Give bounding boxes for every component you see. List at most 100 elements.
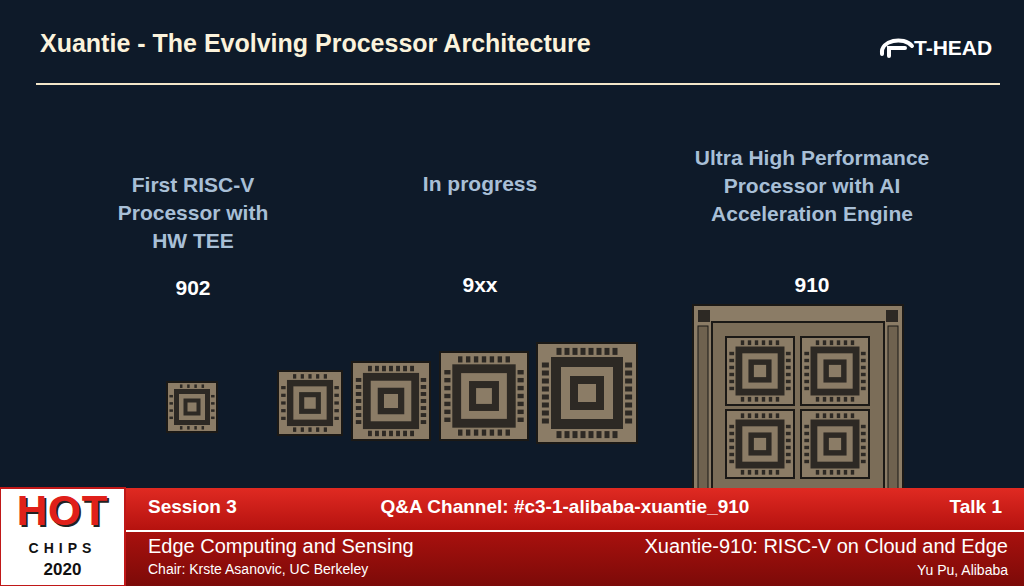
chip-core-center (304, 397, 316, 409)
chip-pin (625, 411, 632, 416)
chip-die (371, 381, 412, 422)
chip-ring (551, 357, 623, 429)
chip-pin (786, 373, 791, 376)
chip-body (801, 337, 869, 405)
chip-core-center (578, 384, 596, 402)
chip-pin (474, 356, 478, 362)
chip-pin (605, 431, 610, 438)
chip-pin (498, 356, 502, 362)
chip-pin (573, 348, 578, 355)
chip-pin (830, 340, 833, 345)
chip-body (801, 410, 869, 478)
chip-die (561, 367, 613, 419)
chip-pin (169, 402, 173, 405)
chip-pin (823, 340, 826, 345)
chip-pin (776, 340, 779, 345)
chip-pin (518, 402, 524, 406)
chip-pin (542, 363, 549, 368)
chip-die (293, 386, 326, 419)
chip-ring (452, 364, 515, 427)
chip-pin (356, 378, 361, 382)
package-body (693, 305, 903, 505)
chip-die (817, 426, 852, 461)
chip-pin (844, 340, 847, 345)
chip-pin (755, 413, 758, 418)
chip-pin (729, 366, 734, 369)
chip-body (440, 352, 528, 440)
chip-pin (301, 374, 304, 378)
chip-pin (410, 431, 414, 436)
chip-icon (352, 362, 430, 440)
chip-pin (625, 395, 632, 400)
chip-pin (368, 431, 372, 436)
chip-pin (490, 356, 494, 362)
chip-pin (169, 409, 173, 412)
chip-pin (769, 340, 772, 345)
chip-pin (837, 340, 840, 345)
chip-pin (844, 397, 847, 402)
chip-pin (755, 470, 758, 475)
chip-pin (458, 356, 462, 362)
chip-pin (281, 386, 285, 389)
chip-pin (786, 380, 791, 383)
chip-pin (557, 431, 562, 438)
chip-ring (174, 389, 210, 425)
chip-pin (786, 352, 791, 355)
chip-pin (816, 340, 819, 345)
chip-die (742, 426, 777, 461)
chip-pin (741, 470, 744, 475)
chip-pin (861, 387, 866, 390)
chip-pin (786, 359, 791, 362)
chip-pin (202, 426, 205, 430)
chip-pin (482, 430, 486, 436)
chip-pin (625, 419, 632, 424)
package-corner (698, 310, 710, 322)
chip-die (817, 353, 852, 388)
chip-pin (573, 431, 578, 438)
chip-pin (389, 366, 393, 371)
chip-pin (542, 371, 549, 376)
chip-pin (180, 384, 183, 388)
chip-pin (844, 413, 847, 418)
chip-pin (729, 359, 734, 362)
chip-core (823, 359, 846, 382)
chip-pin (769, 470, 772, 475)
chip-pin (202, 384, 205, 388)
chip-pin (421, 378, 426, 382)
chip-pin (748, 397, 751, 402)
chip-pin (786, 446, 791, 449)
chip-pin (729, 460, 734, 463)
chip-pin (498, 430, 502, 436)
package-corner (886, 310, 898, 322)
chip-pin (729, 453, 734, 456)
chip-pin (786, 387, 791, 390)
chip-pin (589, 348, 594, 355)
chip-core-center (188, 403, 197, 412)
chip-pin (466, 356, 470, 362)
slide-title: Xuantie - The Evolving Processor Archite… (40, 29, 591, 58)
chip-body (726, 410, 794, 478)
chip-pin (837, 413, 840, 418)
chip-pin (837, 397, 840, 402)
chip-icon (801, 337, 869, 405)
chip-pin (830, 413, 833, 418)
chip-pin (187, 384, 190, 388)
chip-pin (861, 352, 866, 355)
chip-pin (786, 453, 791, 456)
chip-pin (396, 431, 400, 436)
chip-pin (421, 420, 426, 424)
model-number: 9xx (420, 273, 540, 297)
chip-pin (804, 366, 809, 369)
chip-pin (741, 340, 744, 345)
chip-pin (421, 385, 426, 389)
chip-pin (786, 366, 791, 369)
chip-pin (281, 409, 285, 412)
chip-pin (444, 370, 450, 374)
model-number: 902 (140, 276, 246, 300)
chip-pin (762, 340, 765, 345)
chip-pin (823, 413, 826, 418)
chip-pin (180, 426, 183, 430)
chip-pin (334, 409, 338, 412)
chip-pin (565, 431, 570, 438)
chip-pin (169, 395, 173, 398)
